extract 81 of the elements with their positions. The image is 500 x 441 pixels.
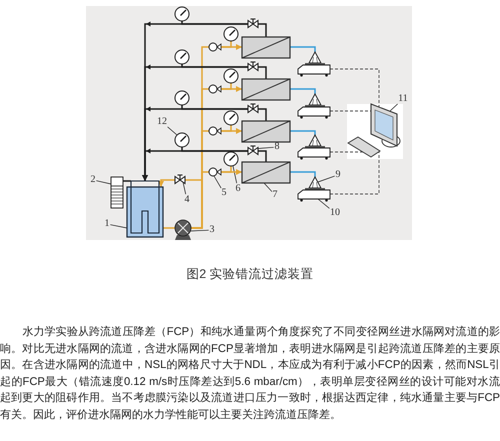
pressure-gauge: [174, 6, 190, 22]
callout-number: 2: [90, 175, 96, 185]
pressure-gauge: [224, 152, 238, 166]
membrane-module: [241, 78, 291, 101]
callout-number: 3: [210, 225, 214, 235]
pipe: [158, 179, 175, 187]
computer: [347, 103, 400, 158]
pipe: [221, 166, 232, 173]
callout-number: 6: [236, 184, 240, 194]
valve: [248, 146, 258, 156]
pump: [174, 220, 192, 240]
body-paragraph: 水力学实验从跨流道压降差（FCP）和纯水通量两个角度探究了不同变径网丝进水隔网对流道的影响。对比无进水隔网的流道，含进水隔网的FCP显著增加，表明进水隔网是引起跨流道压降差的主要原因。在含进水隔网的流道中，NSL的网格尺寸大于NDL，本应成为有利于减小FCP的因素，然而NSL引起的FCP最大（错流速度0.12 m/s时压降差达到5.6 mbar/cm），表明单层变径网丝的设计可能对水流起到更大的阻碍作用。当不考虑膜污染以及流道进口压力一致时，根据达西定律，纯水通量主要与FCP有关。因此，评价进水隔网的水力学性能可以主要关注跨流道压降差。: [0, 324, 500, 423]
flowmeter: [208, 84, 222, 94]
leader-line: [318, 176, 336, 182]
pipe: [181, 105, 248, 110]
callout-number: 7: [272, 190, 278, 200]
callout-number: 11: [398, 94, 408, 104]
leader-line: [214, 176, 222, 188]
pipe: [221, 83, 232, 90]
callout-number: 4: [184, 195, 190, 205]
leader-line: [190, 230, 210, 232]
callout-number: 10: [330, 208, 340, 218]
pipe: [163, 227, 175, 229]
pipe: [221, 125, 232, 132]
pipe: [258, 23, 267, 37]
callout-number: 8: [274, 142, 280, 152]
pressure-gauge: [174, 50, 190, 64]
pipe: [258, 108, 267, 121]
leader-line: [318, 198, 330, 209]
callout-number: 9: [336, 170, 340, 180]
valve: [248, 62, 258, 72]
pipe: [181, 21, 248, 25]
beaker: [308, 134, 322, 146]
valve: [248, 104, 258, 114]
pipe: [221, 41, 232, 48]
callout-number: 1: [104, 219, 110, 229]
beaker: [308, 176, 322, 188]
leader-line: [110, 224, 128, 228]
membrane-module: [241, 161, 291, 184]
pipe: [290, 88, 316, 94]
membrane-module: [241, 120, 291, 143]
leader-line: [96, 180, 112, 184]
arrowhead: [146, 64, 150, 70]
arrowhead: [146, 22, 150, 26]
pressure-gauge: [224, 110, 238, 126]
pipe: [191, 171, 209, 229]
membrane-module: [241, 36, 291, 59]
pipe: [258, 150, 267, 162]
leader-line: [167, 126, 178, 136]
callout-number: 5: [222, 188, 226, 198]
arrowhead: [146, 148, 150, 154]
beaker: [308, 51, 322, 64]
pressure-gauge: [224, 26, 238, 42]
arrowhead: [146, 106, 150, 112]
chiller-unit: [110, 176, 124, 208]
signal-cable: [330, 151, 380, 194]
leader-line: [232, 166, 238, 184]
leader-line: [258, 146, 274, 149]
valve: [174, 174, 186, 184]
signal-cable: [330, 68, 380, 108]
leader-line: [390, 104, 398, 112]
leader-line: [182, 182, 186, 195]
valve: [248, 18, 258, 28]
figure-caption: 图2 实验错流过滤装置: [186, 267, 314, 281]
flowmeter: [208, 42, 222, 52]
pipe: [258, 66, 267, 79]
pressure-gauge: [224, 68, 238, 84]
pipe: [290, 171, 316, 177]
leader-line: [264, 182, 272, 192]
signal-cable: [330, 110, 372, 112]
beaker: [308, 93, 322, 106]
pipe: [181, 64, 248, 68]
pressure-gauge: [174, 90, 190, 106]
pipe: [290, 46, 316, 52]
flowmeter: [208, 126, 222, 136]
callout-number: 12: [157, 117, 167, 127]
water-tank: [126, 180, 164, 238]
pipe: [181, 147, 248, 152]
pipe: [290, 130, 316, 135]
flowmeter: [208, 168, 222, 176]
pressure-gauge: [174, 132, 190, 148]
